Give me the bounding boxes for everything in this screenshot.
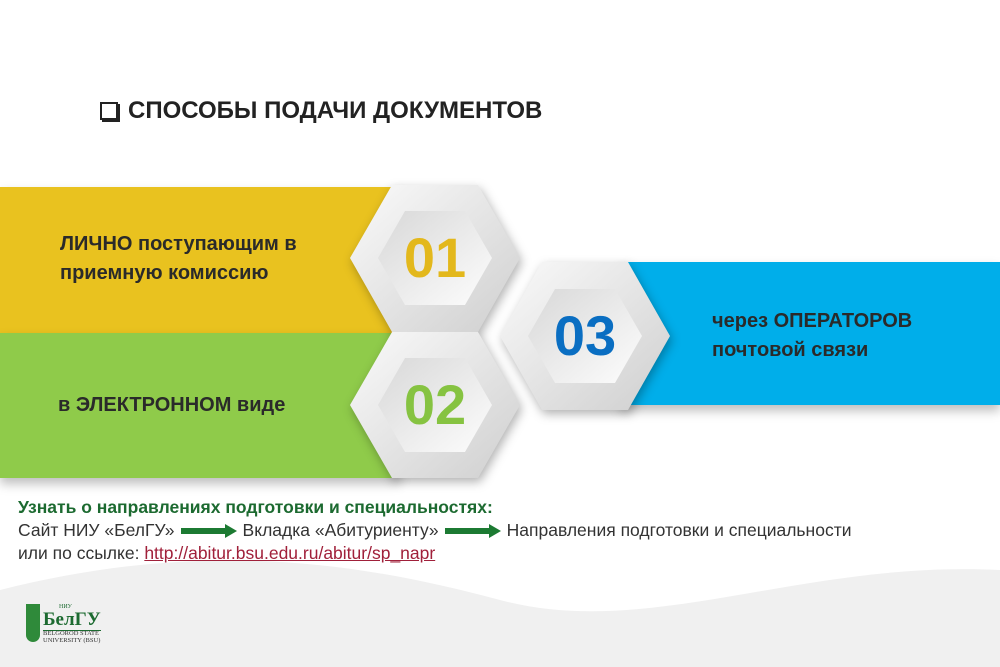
info-heading: Узнать о направлениях подготовки и специ… <box>18 497 493 517</box>
abitur-link[interactable]: http://abitur.bsu.edu.ru/abitur/sp_napr <box>144 543 436 563</box>
link-prefix: или по ссылке: <box>18 543 140 563</box>
logo-small: НИУ <box>59 604 72 610</box>
navigation-path: Сайт НИУ «БелГУ» Вкладка «Абитуриенту» Нап… <box>18 519 852 542</box>
info-block: Узнать о направлениях подготовки и специ… <box>18 496 852 565</box>
background-wave <box>0 560 1000 667</box>
step-tab: Вкладка «Абитуриенту» <box>242 520 439 540</box>
step-section: Направления подготовки и специальности <box>506 520 852 540</box>
hexagon-03 <box>500 262 670 410</box>
arrow-right-icon <box>180 524 237 539</box>
method-band-01 <box>0 187 400 333</box>
hexagon-02 <box>350 332 520 478</box>
number-01: 01 <box>403 226 467 289</box>
method-02-text: в ЭЛЕКТРОННОМ виде <box>58 394 286 416</box>
bsu-logo: НИУ БелГУ BELGOROD STATE UNIVERSITY (BSU… <box>26 604 101 644</box>
hexagon-01 <box>350 185 520 332</box>
method-band-02 <box>0 333 400 478</box>
title-text: СПОСОБЫ ПОДАЧИ ДОКУМЕНТОВ <box>128 97 543 124</box>
page-title: СПОСОБЫ ПОДАЧИ ДОКУМЕНТОВ <box>100 97 542 125</box>
logo-line1: BELGOROD STATE <box>43 630 101 637</box>
number-02: 02 <box>403 373 467 436</box>
number-03: 03 <box>553 304 617 367</box>
logo-shield-icon <box>26 604 40 642</box>
step-site: Сайт НИУ «БелГУ» <box>18 520 175 540</box>
logo-name: БелГУ <box>43 609 101 630</box>
method-band-03 <box>620 262 1000 405</box>
arrow-right-icon <box>444 524 501 539</box>
checkbox-bullet-icon <box>100 102 118 120</box>
logo-line2: UNIVERSITY (BSU) <box>43 636 101 644</box>
